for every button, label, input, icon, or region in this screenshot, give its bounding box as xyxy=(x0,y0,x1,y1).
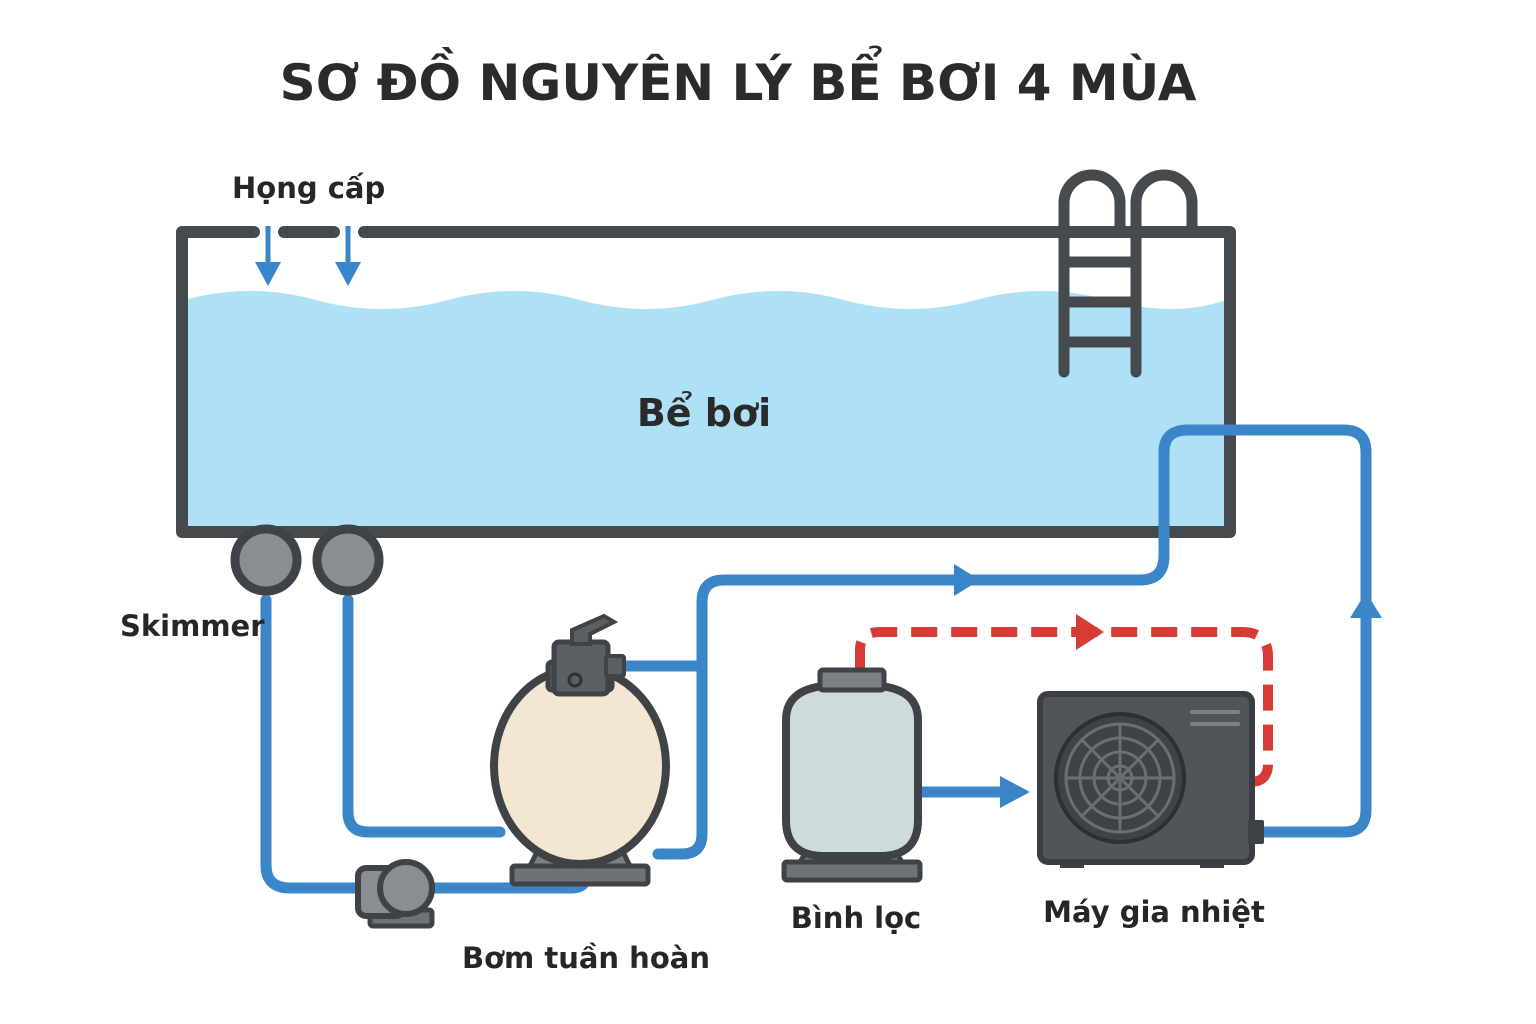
label-skimmer: Skimmer xyxy=(120,609,265,643)
pool-basin xyxy=(176,226,1236,538)
flow-arrow-icon xyxy=(255,262,281,286)
flow-arrow-icon xyxy=(1350,592,1382,618)
heat-pump-fan-icon xyxy=(1037,691,1264,868)
suction-pipe-skimmer-2 xyxy=(342,594,506,838)
label-pump: Bơm tuần hoàn xyxy=(462,941,710,975)
flow-arrow-icon xyxy=(335,262,361,286)
label-pool: Bể bơi xyxy=(637,391,771,435)
hot-water-line xyxy=(855,614,1273,787)
sand-filter-tank-icon xyxy=(490,613,670,887)
diagram-title: SƠ ĐỒ NGUYÊN LÝ BỂ BƠI 4 MÙA xyxy=(280,45,1197,112)
pipe-sand-filter-return xyxy=(652,424,1372,860)
pipes xyxy=(260,424,1372,894)
flow-arrow-icon xyxy=(954,564,980,596)
skimmer-outlet-icon xyxy=(230,524,384,596)
pool-outline xyxy=(176,226,1236,538)
flow-arrow-icon xyxy=(1000,776,1030,808)
label-heater: Máy gia nhiệt xyxy=(1043,895,1265,929)
label-filter: Bình lọc xyxy=(791,901,922,935)
flow-arrow-icon xyxy=(1076,614,1104,650)
circulation-pump-icon xyxy=(355,859,435,929)
inlet-arrows xyxy=(255,226,361,286)
suction-pipe-skimmer-1 xyxy=(260,594,374,894)
filter-tank-icon xyxy=(781,667,923,883)
label-inlet: Họng cấp xyxy=(232,171,385,205)
pool-ladder-icon xyxy=(1058,169,1198,378)
pool-water xyxy=(184,291,1226,532)
